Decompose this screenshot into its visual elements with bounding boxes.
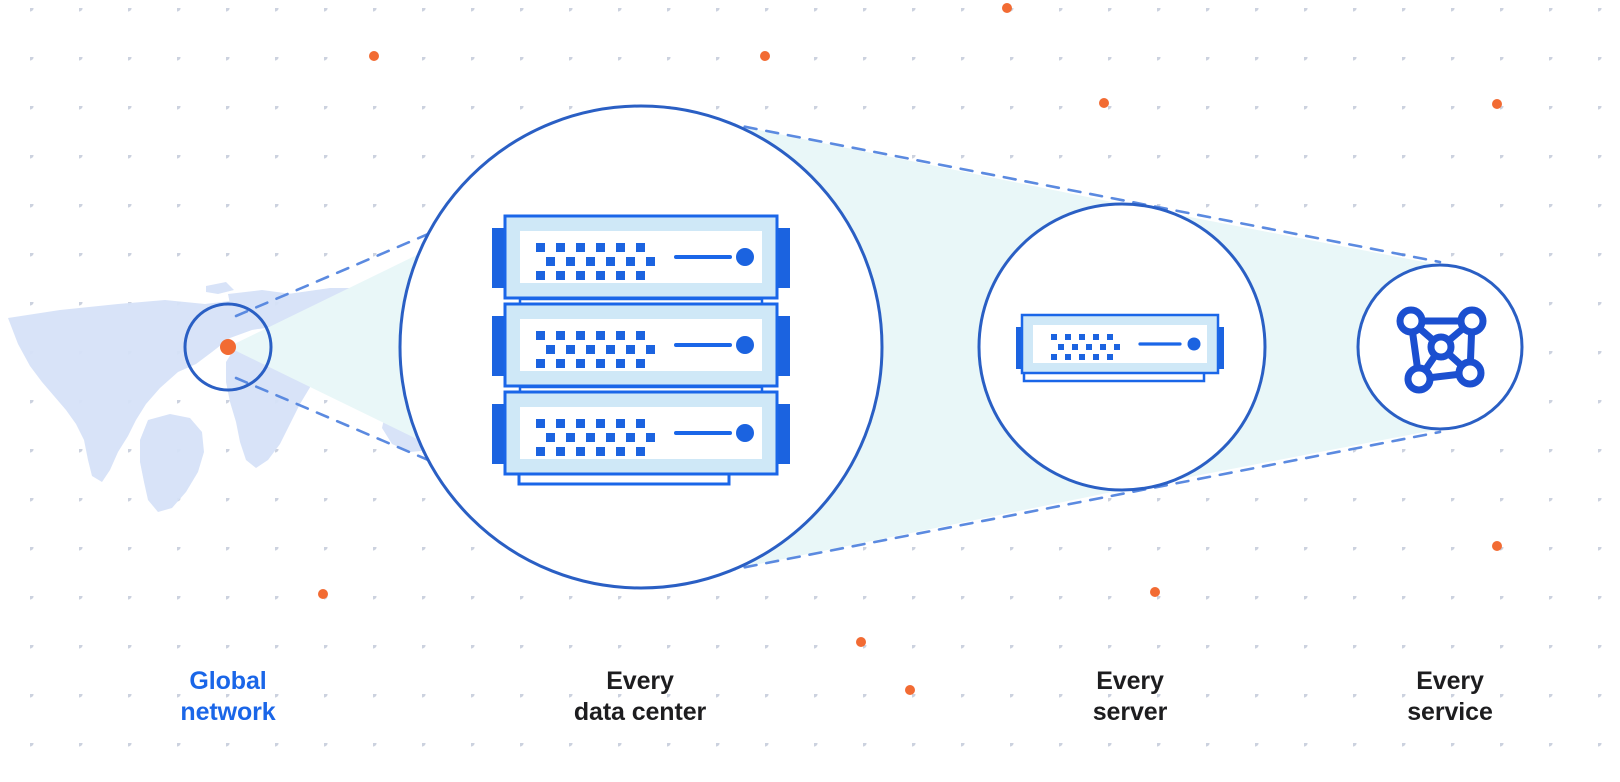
stage-every-server[interactable]	[977, 202, 1267, 492]
accent-dot	[1099, 98, 1109, 108]
server-unit	[492, 214, 790, 300]
server-unit	[492, 390, 790, 476]
stage-every-service[interactable]	[1356, 263, 1524, 431]
accent-dot	[760, 51, 770, 61]
stage-every-data-center[interactable]	[398, 104, 884, 590]
accent-dot	[1492, 541, 1502, 551]
accent-dot	[1492, 99, 1502, 109]
global-network-marker-icon	[220, 339, 236, 355]
server-rack-icon	[492, 214, 790, 486]
accent-dot	[1002, 3, 1012, 13]
accent-dot	[318, 589, 328, 599]
accent-dot	[905, 685, 915, 695]
global-network-circle	[183, 302, 273, 392]
stage-global-network[interactable]	[183, 302, 273, 392]
server-unit	[492, 302, 790, 388]
accent-dot	[1150, 587, 1160, 597]
accent-dot	[856, 637, 866, 647]
server-unit-icon	[1016, 313, 1224, 383]
network-graph-icon	[1396, 306, 1487, 394]
accent-dot	[369, 51, 379, 61]
